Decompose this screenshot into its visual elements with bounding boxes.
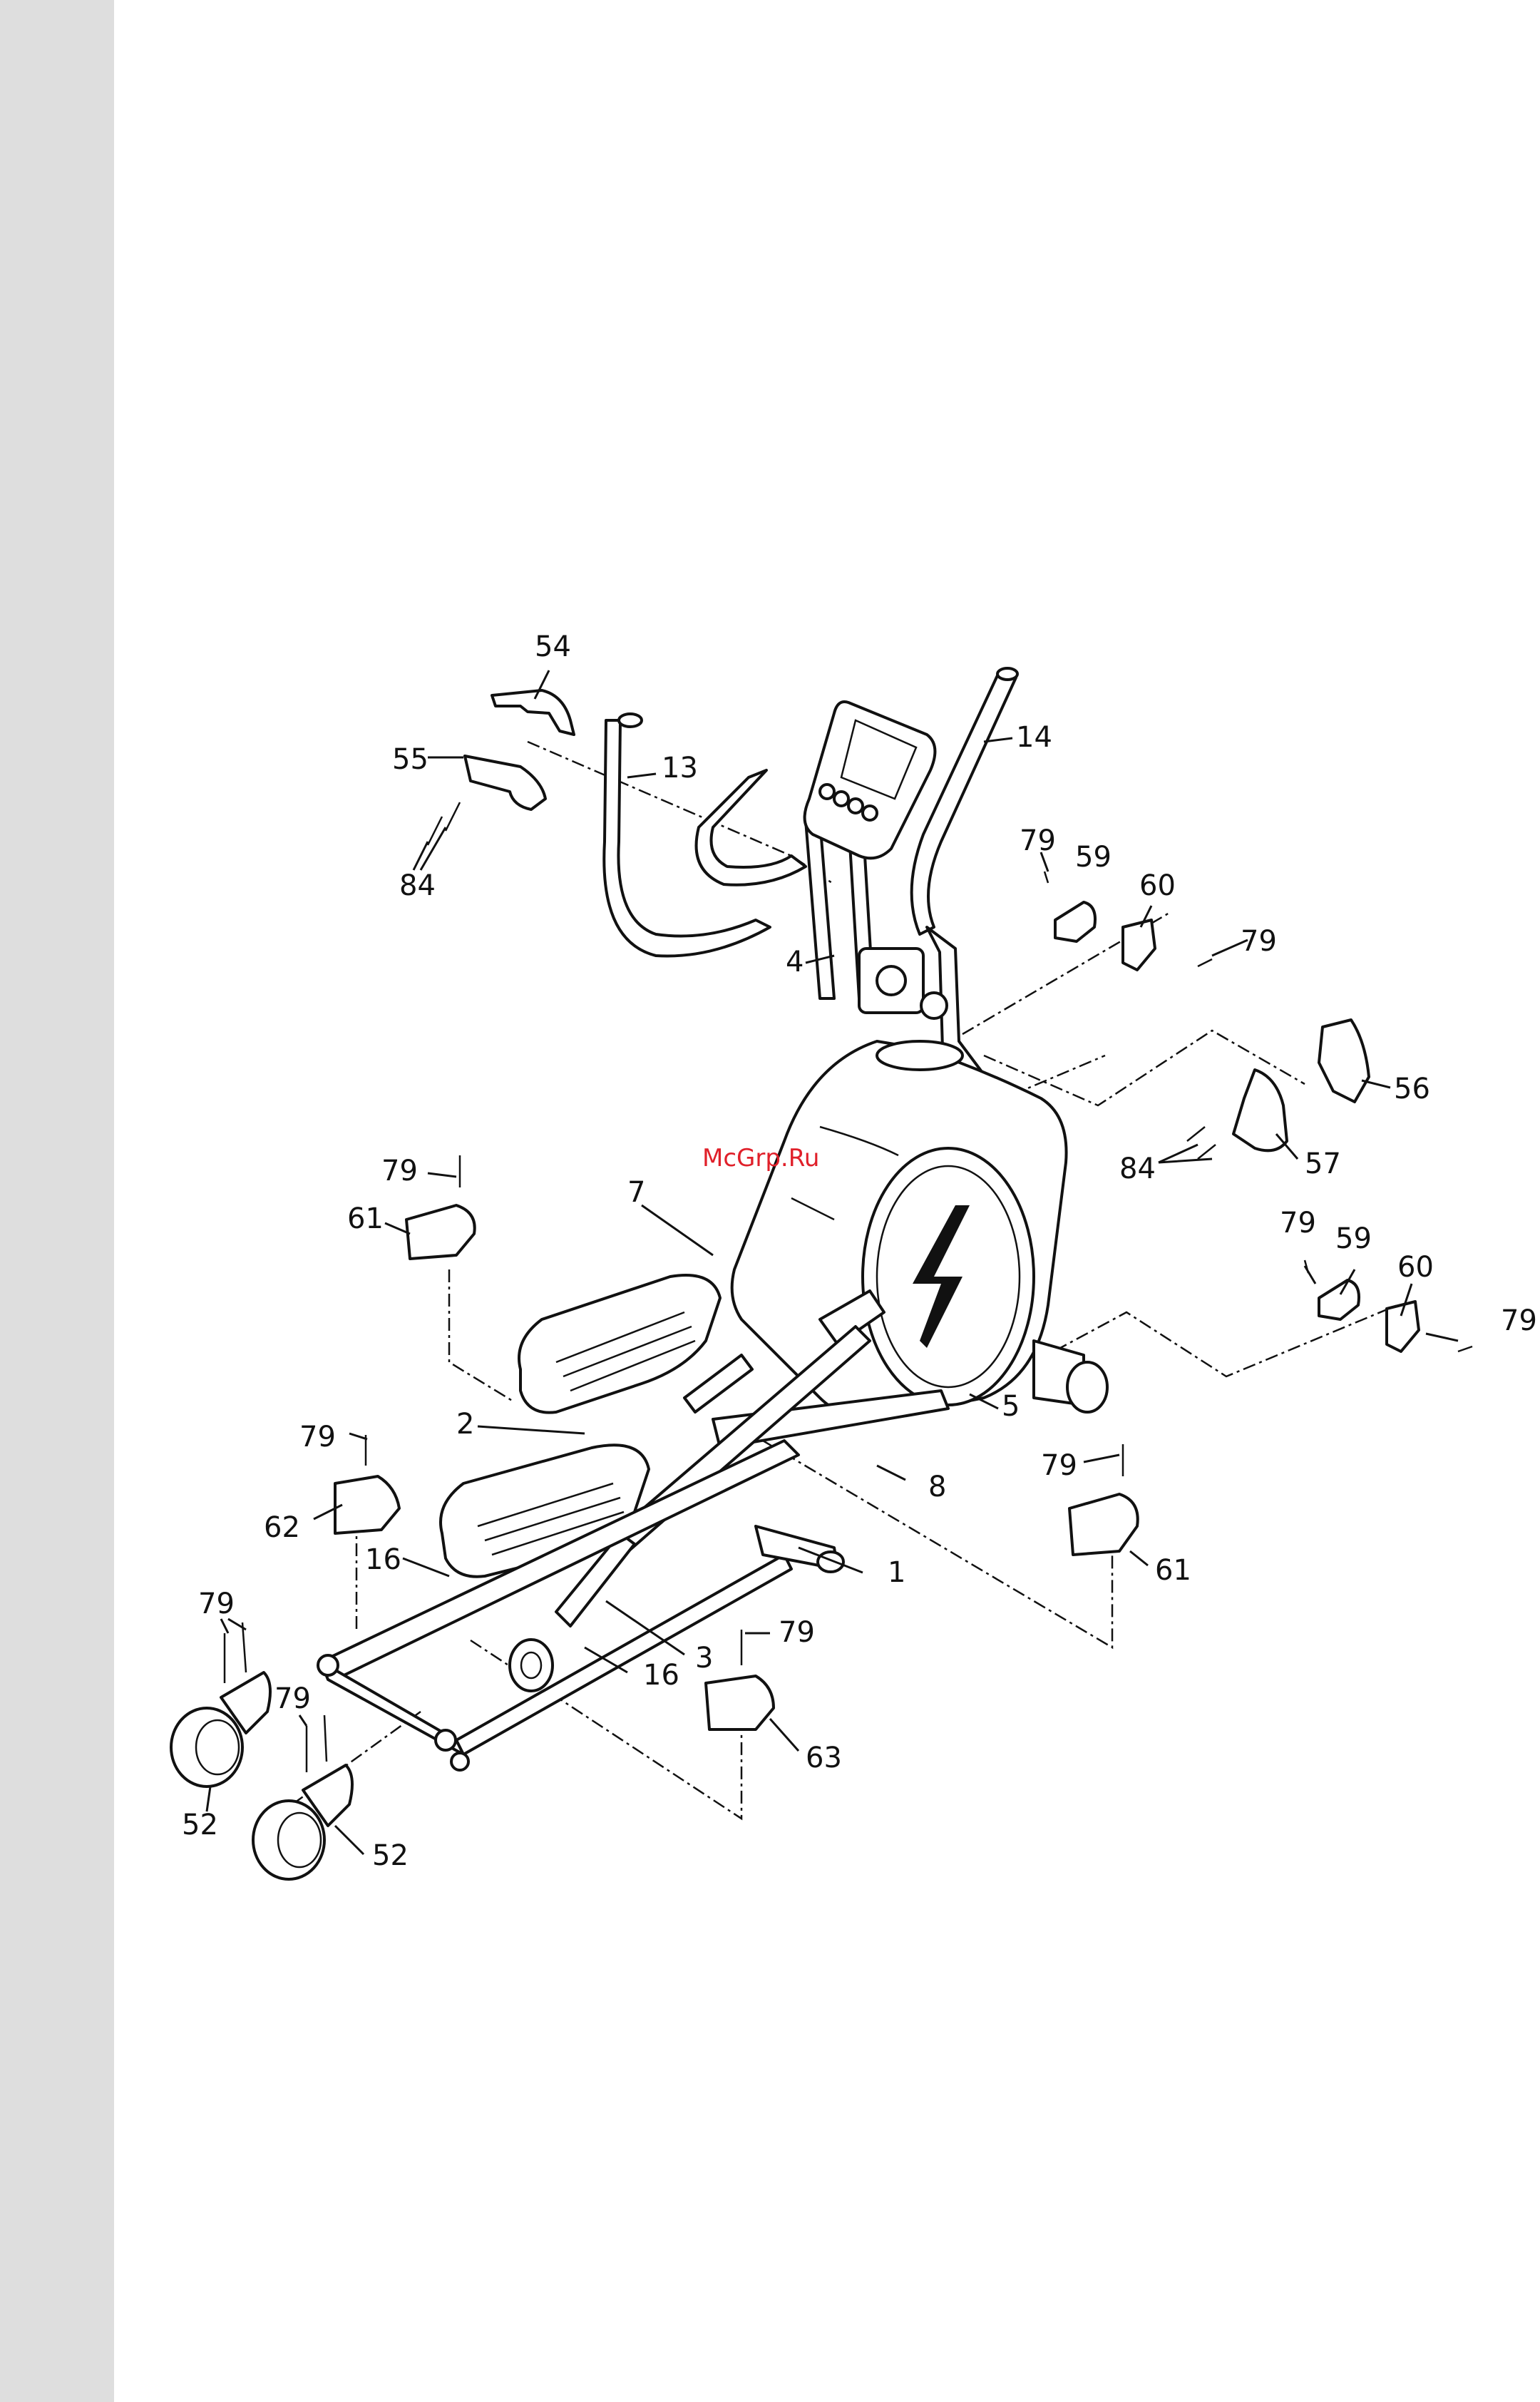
label-59-b: 59: [1335, 1222, 1372, 1255]
cap-55: [465, 756, 545, 809]
label-61-a: 61: [347, 1202, 384, 1235]
label-79-h: 79: [198, 1588, 235, 1620]
screws-84-right: [1187, 1127, 1216, 1159]
label-79-d: 79: [1280, 1207, 1316, 1240]
label-79-c: 79: [381, 1155, 418, 1187]
label-16-a: 16: [365, 1543, 401, 1576]
label-16-b: 16: [643, 1659, 679, 1692]
cover-61-right: [1069, 1494, 1138, 1555]
cover-61-left: [406, 1205, 475, 1259]
cover-56: [1319, 1020, 1369, 1102]
label-8: 8: [928, 1471, 946, 1503]
label-1: 1: [888, 1556, 905, 1589]
cover-59-upper: [1055, 902, 1095, 941]
label-5: 5: [1002, 1390, 1020, 1423]
label-79-i: 79: [274, 1682, 311, 1715]
label-63: 63: [806, 1742, 842, 1774]
cap-54: [492, 690, 574, 735]
label-62: 62: [264, 1511, 300, 1544]
label-52-b: 52: [372, 1839, 409, 1872]
label-13: 13: [662, 752, 698, 785]
wheel-52-lower: [253, 1765, 352, 1879]
label-2: 2: [456, 1408, 474, 1441]
label-52-a: 52: [182, 1809, 218, 1841]
label-59-a: 59: [1075, 841, 1112, 874]
label-84-right: 84: [1119, 1153, 1156, 1185]
label-60-b: 60: [1397, 1251, 1434, 1284]
label-79-b: 79: [1241, 925, 1277, 958]
label-56: 56: [1394, 1073, 1430, 1105]
label-79-f: 79: [299, 1421, 336, 1453]
label-61-b: 61: [1155, 1554, 1191, 1587]
label-60-a: 60: [1139, 869, 1176, 902]
label-79-g: 79: [1041, 1449, 1077, 1482]
track-wheel: [510, 1640, 553, 1691]
watermark: McGrp.Ru: [702, 1144, 819, 1172]
label-54: 54: [535, 630, 571, 663]
label-79-e: 79: [1501, 1304, 1537, 1337]
label-55: 55: [392, 743, 428, 776]
cover-60-upper: [1123, 920, 1155, 970]
label-7: 7: [627, 1176, 645, 1209]
label-14: 14: [1016, 721, 1052, 754]
console: [805, 702, 935, 858]
label-79-a: 79: [1020, 824, 1056, 857]
screws-84-left: [428, 802, 460, 845]
label-57: 57: [1305, 1148, 1341, 1180]
label-84-left: 84: [399, 869, 436, 902]
label-3: 3: [695, 1642, 713, 1675]
cover-62: [335, 1476, 399, 1533]
wheel-52-upper: [171, 1672, 270, 1787]
cover-59-lower: [1319, 1280, 1359, 1319]
crank-rollers: [1034, 1341, 1107, 1412]
main-frame-body: [732, 1041, 1067, 1419]
label-4: 4: [786, 946, 804, 978]
label-79-j: 79: [779, 1616, 815, 1649]
cover-63: [706, 1676, 774, 1729]
